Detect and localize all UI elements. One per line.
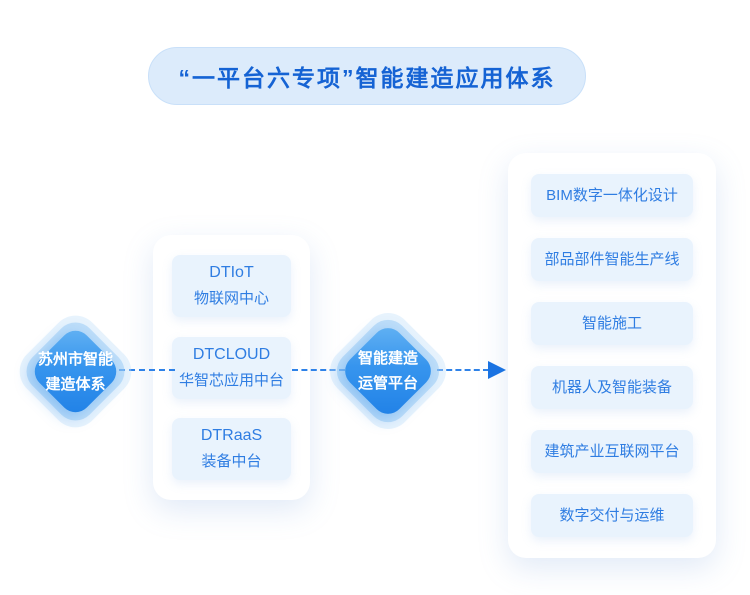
- platform-item-desc: 物联网中心: [193, 289, 269, 307]
- project-item-label: 智能施工: [581, 314, 642, 332]
- special-projects-panel: BIM数字一体化设计 部品部件智能生产线 智能施工 机器人及智能装备 建筑产业互…: [508, 153, 716, 558]
- platform-item-dtcloud: DTCLOUD 华智芯应用中台: [172, 336, 291, 399]
- project-item-industry-internet: 建筑产业互联网平台: [531, 430, 693, 473]
- node-label-line1: 苏州市智能: [37, 350, 113, 368]
- node-suzhou-system: 苏州市智能 建造体系: [9, 305, 142, 438]
- node-label: 苏州市智能 建造体系: [16, 347, 136, 397]
- platform-card: DTIoT 物联网中心 DTCLOUD 华智芯应用中台 DTRaaS 装备中台: [153, 235, 310, 500]
- node-label-line2: 建造体系: [45, 375, 106, 393]
- project-item-smart-production-line: 部品部件智能生产线: [531, 238, 693, 281]
- project-item-label: 建筑产业互联网平台: [544, 442, 680, 460]
- platform-item-dtiot: DTIoT 物联网中心: [172, 254, 291, 317]
- platform-item-name: DTCLOUD: [192, 345, 271, 363]
- project-item-digital-delivery: 数字交付与运维: [531, 494, 693, 537]
- platform-item-name: DTIoT: [209, 263, 254, 281]
- platform-item-desc: 装备中台: [201, 453, 262, 471]
- arrow-right-icon: [488, 361, 506, 379]
- connector-left-dashed-line: [119, 369, 175, 371]
- node-operation-platform: 智能建造 运管平台: [320, 303, 456, 439]
- diagram-title-pill: “一平台六专项”智能建造应用体系: [148, 47, 586, 105]
- project-item-label: BIM数字一体化设计: [546, 186, 678, 204]
- project-item-label: 数字交付与运维: [559, 506, 665, 524]
- diagram-title: “一平台六专项”智能建造应用体系: [178, 65, 556, 91]
- project-item-label: 部品部件智能生产线: [544, 250, 680, 268]
- node-label-line1: 智能建造: [357, 350, 418, 367]
- project-item-bim-design: BIM数字一体化设计: [531, 174, 693, 217]
- project-item-label: 机器人及智能装备: [551, 378, 672, 396]
- node-label-line2: 运管平台: [357, 375, 418, 392]
- connector-right-dashed-line: [437, 369, 489, 371]
- platform-item-dtraas: DTRaaS 装备中台: [172, 418, 291, 481]
- project-item-robots-equipment: 机器人及智能装备: [531, 366, 693, 409]
- node-label: 智能建造 运管平台: [328, 346, 448, 396]
- platform-item-desc: 华智芯应用中台: [178, 371, 284, 389]
- project-item-smart-construction: 智能施工: [531, 302, 693, 345]
- platform-item-name: DTRaaS: [200, 427, 263, 445]
- connector-middle-dashed-line: [292, 369, 345, 371]
